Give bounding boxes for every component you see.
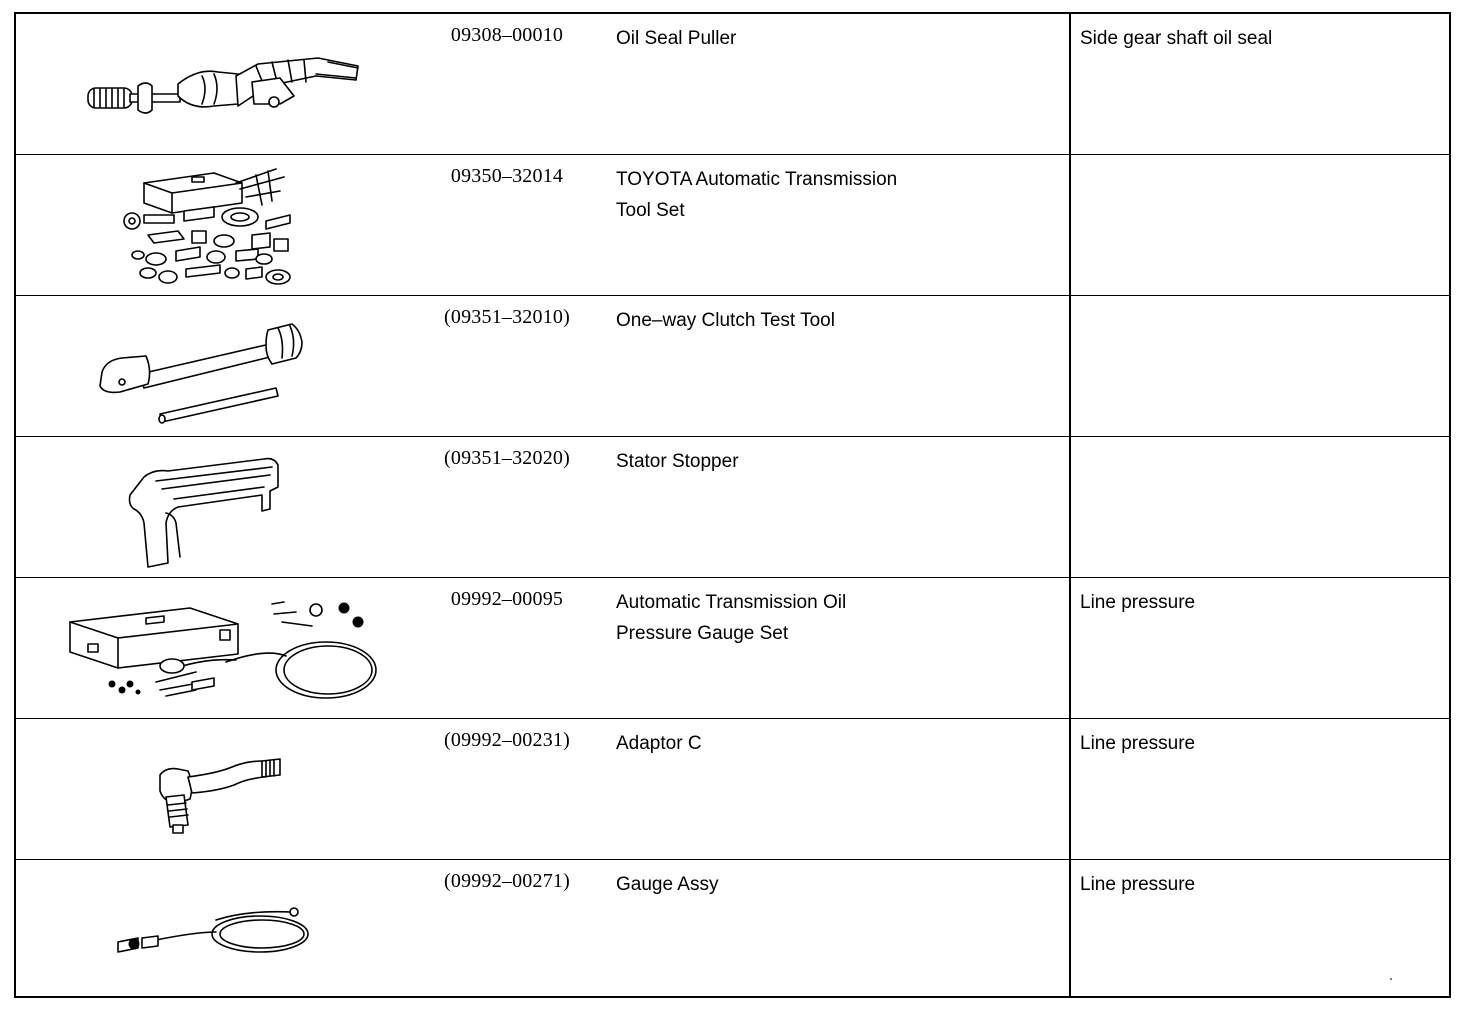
part-name-line: Adaptor C (616, 733, 702, 754)
column-divider (1069, 14, 1071, 996)
part-number: (09351–32020) (444, 447, 570, 469)
part-name-line: TOYOTA Automatic Transmission (616, 169, 898, 190)
part-name-line: Gauge Assy (616, 874, 719, 895)
clutch-test-tool-icon (16, 296, 416, 436)
special-service-tools-table: 09308–00010 Oil Seal Puller Side gear sh… (14, 12, 1451, 998)
usage-note: Line pressure (1080, 874, 1196, 895)
part-number: (09351–32010) (444, 306, 570, 328)
scan-speck (1390, 978, 1392, 980)
part-name: Adaptor C (616, 728, 1056, 759)
usage-note: Line pressure (1080, 733, 1196, 754)
part-name-line: Automatic Transmission Oil (616, 592, 847, 613)
table-row: (09992–00231) Adaptor C Line pressure (16, 719, 1449, 860)
table-row: (09351–32020) Stator Stopper (16, 437, 1449, 578)
table-row: 09350–32014 TOYOTA Automatic Transmissio… (16, 155, 1449, 296)
part-number: (09992–00271) (444, 870, 570, 892)
part-number: (09992–00231) (444, 729, 570, 751)
part-name-line: Tool Set (616, 200, 685, 221)
oil-seal-puller-icon (16, 14, 416, 154)
adaptor-icon (16, 719, 416, 859)
part-name: Stator Stopper (616, 446, 1056, 477)
part-name-line: One–way Clutch Test Tool (616, 310, 835, 331)
usage-note: Line pressure (1080, 592, 1196, 613)
usage-note: Side gear shaft oil seal (1080, 28, 1273, 49)
part-name: One–way Clutch Test Tool (616, 305, 1056, 336)
part-name-line: Pressure Gauge Set (616, 623, 789, 644)
stator-stopper-icon (16, 437, 416, 577)
part-number: 09350–32014 (450, 165, 564, 187)
table-row: 09992–00095 Automatic Transmission Oil P… (16, 578, 1449, 719)
part-name: TOYOTA Automatic Transmission Tool Set (616, 164, 1056, 226)
part-name: Oil Seal Puller (616, 23, 1056, 54)
part-number: 09308–00010 (450, 24, 564, 46)
part-name: Gauge Assy (616, 869, 1056, 900)
table-row: 09308–00010 Oil Seal Puller Side gear sh… (16, 14, 1449, 155)
part-number: 09992–00095 (450, 588, 564, 610)
pressure-gauge-set-icon (16, 578, 416, 718)
part-name-line: Stator Stopper (616, 451, 739, 472)
table-row: (09992–00271) Gauge Assy Line pressure (16, 860, 1449, 998)
gauge-assy-icon (16, 860, 416, 998)
tool-set-icon (16, 155, 416, 295)
table-row: (09351–32010) One–way Clutch Test Tool (16, 296, 1449, 437)
part-name: Automatic Transmission Oil Pressure Gaug… (616, 587, 1056, 649)
part-name-line: Oil Seal Puller (616, 28, 737, 49)
